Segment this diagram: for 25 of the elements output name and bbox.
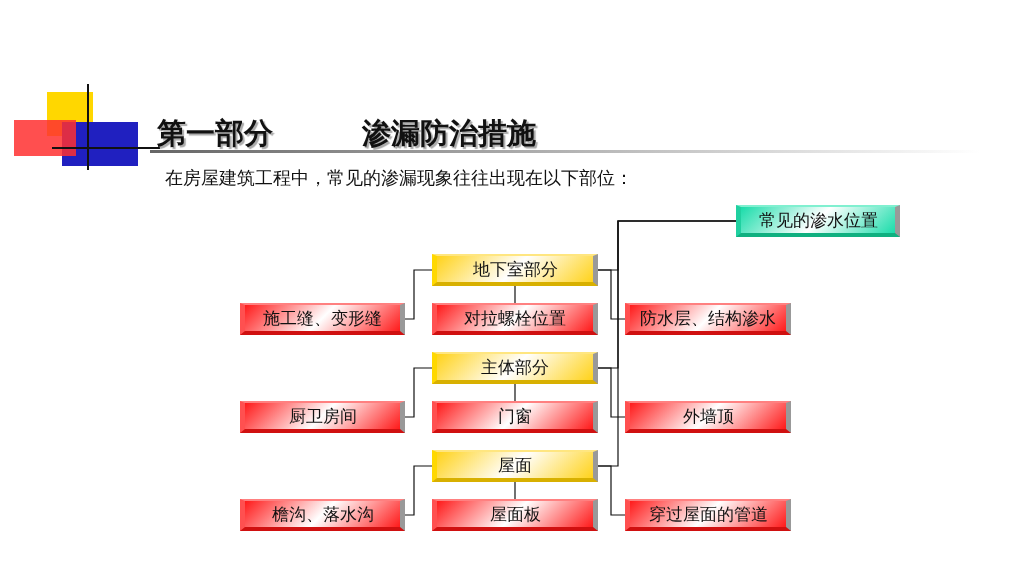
slide-subtitle: 渗漏防治措施 [362, 116, 536, 151]
connector-line [597, 465, 626, 516]
item-box: 对拉螺栓位置 [432, 303, 598, 335]
category-box: 地下室部分 [432, 254, 598, 286]
connector-line [514, 285, 516, 304]
slide-title: 第一部分 [157, 116, 273, 151]
item-box: 檐沟、落水沟 [240, 499, 405, 531]
connector-line [404, 367, 433, 418]
connector-line [404, 465, 433, 516]
intro-sentence: 在房屋建筑工程中，常见的渗漏现象往往出现在以下部位： [165, 167, 633, 190]
item-box: 屋面板 [432, 499, 598, 531]
item-box: 门窗 [432, 401, 598, 433]
root-box: 常见的渗水位置 [736, 205, 900, 237]
connector-line [514, 383, 516, 402]
category-box: 主体部分 [432, 352, 598, 384]
item-box: 施工缝、变形缝 [240, 303, 405, 335]
connector-line [514, 481, 516, 500]
item-box: 穿过屋面的管道 [625, 499, 791, 531]
connector-line [597, 367, 626, 418]
item-box: 厨卫房间 [240, 401, 405, 433]
category-box: 屋面 [432, 450, 598, 482]
item-box: 外墙顶 [625, 401, 791, 433]
item-box: 防水层、结构渗水 [625, 303, 791, 335]
connector-line [404, 269, 433, 320]
connector-line [597, 269, 626, 320]
